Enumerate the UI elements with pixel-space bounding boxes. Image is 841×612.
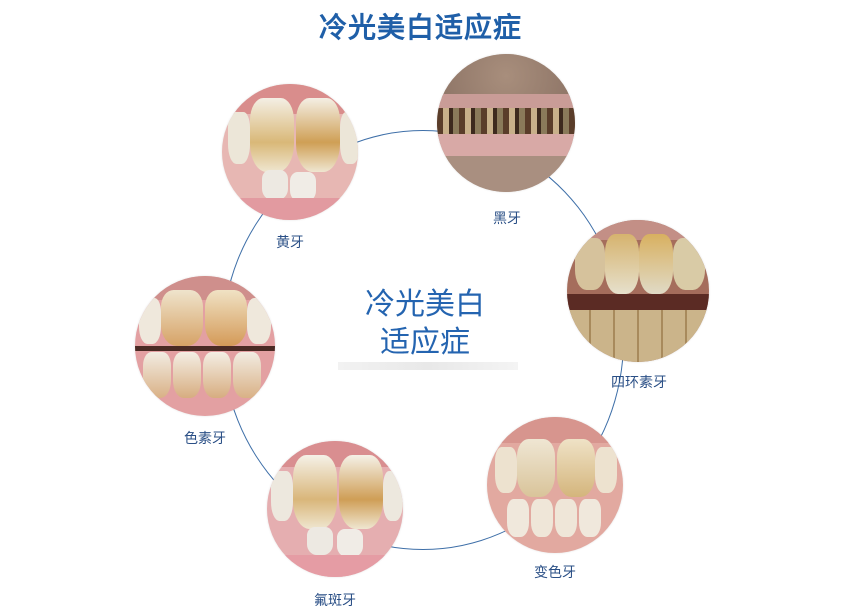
black-teeth-photo	[437, 54, 575, 192]
yellow-teeth-photo	[222, 84, 358, 220]
page-title: 冷光美白适应症	[318, 11, 522, 44]
discolored-teeth-photo	[487, 417, 623, 553]
center-divider	[338, 362, 518, 370]
label-tetracycline-teeth: 四环素牙	[611, 375, 667, 391]
center-line-2: 适应症	[380, 325, 470, 360]
label-yellow-teeth: 黄牙	[276, 235, 304, 251]
label-fluorosis-teeth: 氟斑牙	[314, 593, 356, 609]
label-black-teeth: 黑牙	[493, 211, 521, 227]
label-discolored-teeth: 变色牙	[534, 565, 576, 581]
tetracycline-teeth-photo	[567, 220, 709, 362]
center-heading: 冷光美白 适应症	[330, 286, 520, 362]
label-pigmented-teeth: 色素牙	[184, 431, 226, 447]
pigmented-teeth-photo	[135, 276, 275, 416]
center-line-1: 冷光美白	[365, 287, 485, 322]
fluorosis-teeth-photo	[267, 441, 403, 577]
